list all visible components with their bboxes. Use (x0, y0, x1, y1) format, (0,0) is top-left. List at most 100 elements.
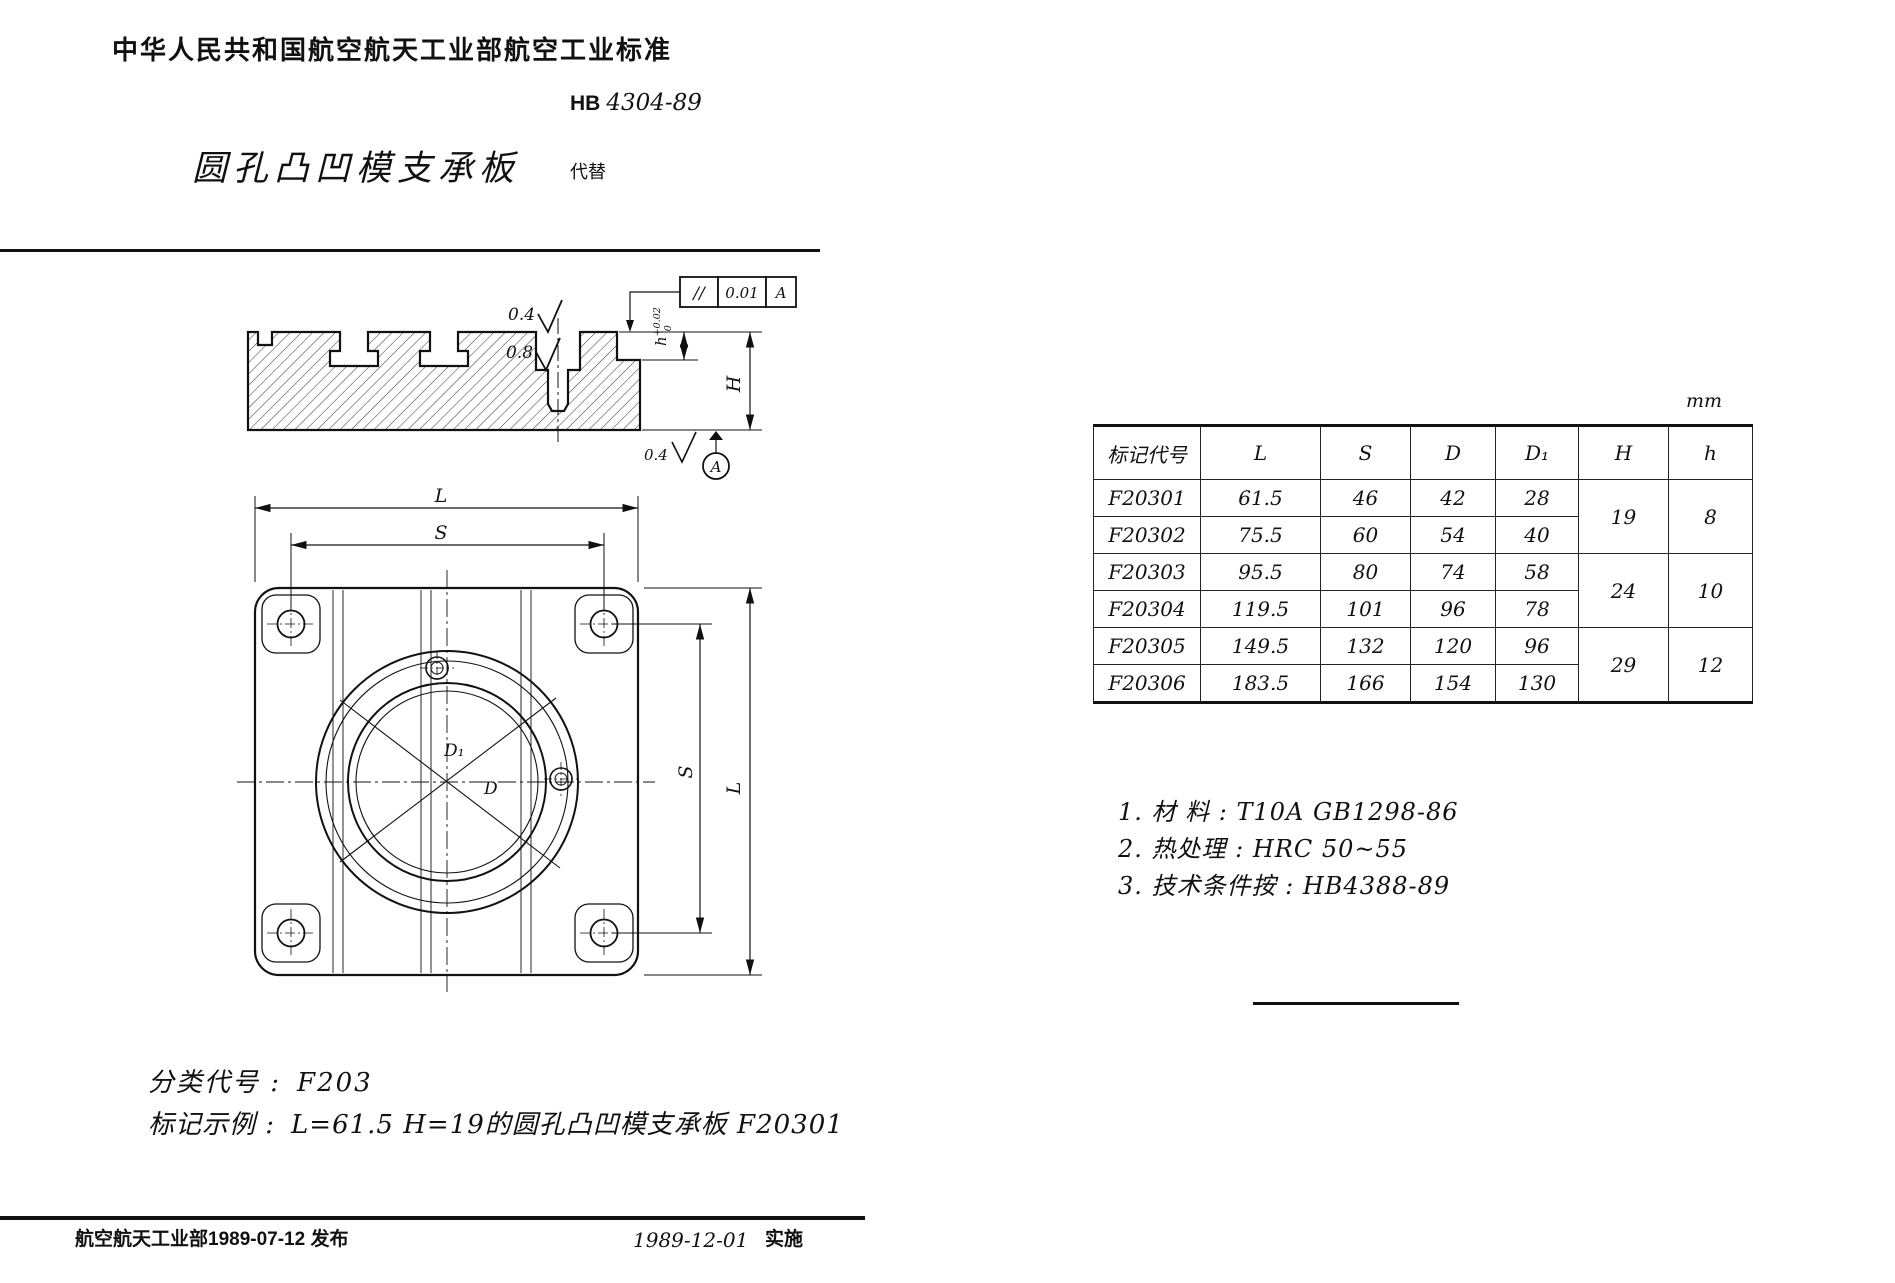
header-D: D (1410, 425, 1496, 480)
dim-h-label: h+0.020 (652, 307, 674, 346)
notes-underline (1253, 1002, 1459, 1005)
cell-code: F20303 (1093, 553, 1201, 591)
header-H: H (1578, 425, 1669, 480)
cell-code: F20301 (1093, 479, 1201, 517)
cell-code: F20305 (1093, 627, 1201, 665)
dim-H-label: H (723, 375, 745, 393)
plate-outline (253, 586, 640, 977)
cell-code: F20302 (1093, 516, 1201, 554)
header-divider (0, 249, 820, 252)
table-row: F20306 183.5 166 154 130 (1093, 664, 1753, 703)
roughness-bottom-label: 0.4 (644, 446, 668, 464)
cell-code: F20304 (1093, 590, 1201, 628)
unit-label: mm (1686, 390, 1723, 412)
roughness-counterbore-icon (535, 337, 561, 373)
dim-D-label: D (483, 779, 498, 799)
note-tech-conditions: 3. 技术条件按 : HB4388-89 (1118, 872, 1451, 900)
classification-value: F203 (297, 1068, 373, 1098)
footer-implementation-date: 1989-12-01 (633, 1228, 749, 1252)
cell-D: 96 (1410, 590, 1496, 628)
cell-H-group: 19 (1578, 479, 1669, 554)
cell-S: 132 (1320, 627, 1411, 665)
roughness-bottom-icon (671, 431, 697, 464)
table-row: F20302 75.5 60 54 40 (1093, 516, 1753, 554)
parallelism-value: 0.01 (725, 284, 758, 302)
cell-D1: 28 (1495, 479, 1579, 517)
cell-D: 120 (1410, 627, 1496, 665)
datum-label: A (709, 458, 722, 476)
cell-D1: 58 (1495, 553, 1579, 591)
dim-S-right-label: S (675, 765, 697, 778)
table-row: F20301 61.5 46 42 28 19 8 (1093, 479, 1753, 554)
cell-S: 166 (1320, 664, 1411, 703)
cell-L: 183.5 (1200, 664, 1321, 703)
cell-S: 60 (1320, 516, 1411, 554)
cell-D1: 96 (1495, 627, 1579, 665)
roughness-top-label: 0.4 (508, 305, 535, 325)
header-S: S (1320, 425, 1411, 480)
marking-example-value: L=61.5 H=19的圆孔凸凹模支承板 F20301 (291, 1110, 844, 1140)
standard-org-line: 中华人民共和国航空航天工业部航空工业标准 (112, 35, 673, 65)
dim-L-top-label: L (434, 485, 448, 507)
cell-D1: 78 (1495, 590, 1579, 628)
diameter-leader-2 (339, 697, 557, 863)
footer-issued: 航空航天工业部1989-07-12 发布 (75, 1229, 349, 1250)
cell-S: 80 (1320, 553, 1411, 591)
tolerance-frame-symbol-box (679, 276, 719, 308)
header-code: 标记代号 (1093, 425, 1201, 480)
parallelism-datum: A (774, 284, 787, 302)
plan-view: D₁ D L S S L (237, 485, 762, 992)
cell-L: 119.5 (1200, 590, 1321, 628)
cell-D: 54 (1410, 516, 1496, 554)
classification-line: 分类代号 : F203 (148, 1062, 373, 1099)
table-header-row: 标记代号 L S D D₁ H h (1093, 425, 1753, 480)
notes-block: 1. 材 料 : T10A GB1298-86 2. 热处理 : HRC 50~… (1118, 794, 1459, 905)
table-row: F20303 95.5 80 74 58 24 10 (1093, 553, 1753, 628)
dim-S-top-label: S (434, 522, 447, 544)
tolerance-leader-arrow (626, 320, 634, 332)
cell-D: 74 (1410, 553, 1496, 591)
page-title: 圆孔凸凹模支承板 (192, 149, 521, 189)
cell-L: 61.5 (1200, 479, 1321, 517)
section-outline (246, 330, 642, 432)
roughness-top-icon (537, 299, 563, 335)
cell-h-group: 8 (1668, 479, 1753, 554)
standard-number-prefix: HB (570, 92, 601, 115)
classification-label: 分类代号 : (148, 1068, 282, 1098)
note-heat-treatment: 2. 热处理 : HRC 50~55 (1118, 835, 1409, 863)
cell-L: 95.5 (1200, 553, 1321, 591)
dim-L-right-label: L (723, 782, 745, 796)
table-row: F20304 119.5 101 96 78 (1093, 590, 1753, 628)
cell-S: 46 (1320, 479, 1411, 517)
parallelism-symbol: // (691, 284, 707, 304)
cell-D1: 130 (1495, 664, 1579, 703)
slot-edge-lines (332, 590, 532, 973)
note-material: 1. 材 料 : T10A GB1298-86 (1118, 798, 1459, 826)
roughness-counterbore-label: 0.8 (506, 343, 533, 363)
footer-implementation-label: 实施 (765, 1229, 804, 1250)
replaces-label: 代替 (570, 162, 606, 182)
header-h: h (1668, 425, 1753, 480)
screw-holes (420, 651, 578, 796)
datum-circle (702, 452, 730, 480)
marking-example-label: 标记示例 : (148, 1110, 276, 1140)
spec-table: 标记代号 L S D D₁ H h F20301 61.5 46 42 28 1… (1093, 424, 1753, 704)
footer-divider (0, 1216, 865, 1220)
marking-example-line: 标记示例 : L=61.5 H=19的圆孔凸凹模支承板 F20301 (148, 1104, 844, 1141)
cell-S: 101 (1320, 590, 1411, 628)
section-view: 0.4 0.8 // 0.01 A h+0.020 H 0.4 (246, 276, 797, 480)
cell-L: 75.5 (1200, 516, 1321, 554)
cell-D: 42 (1410, 479, 1496, 517)
cell-L: 149.5 (1200, 627, 1321, 665)
cell-D1: 40 (1495, 516, 1579, 554)
table-row: F20305 149.5 132 120 96 29 12 (1093, 627, 1753, 703)
cell-H-group: 24 (1578, 553, 1669, 628)
datum-triangle (709, 431, 723, 440)
dim-D1-label: D₁ (443, 741, 464, 761)
diameter-leader-1 (339, 699, 561, 869)
technical-drawing: 0.4 0.8 // 0.01 A h+0.020 H 0.4 (237, 276, 797, 992)
tolerance-frame-value-box (717, 276, 767, 308)
standard-number-value: 4304-89 (606, 90, 702, 116)
